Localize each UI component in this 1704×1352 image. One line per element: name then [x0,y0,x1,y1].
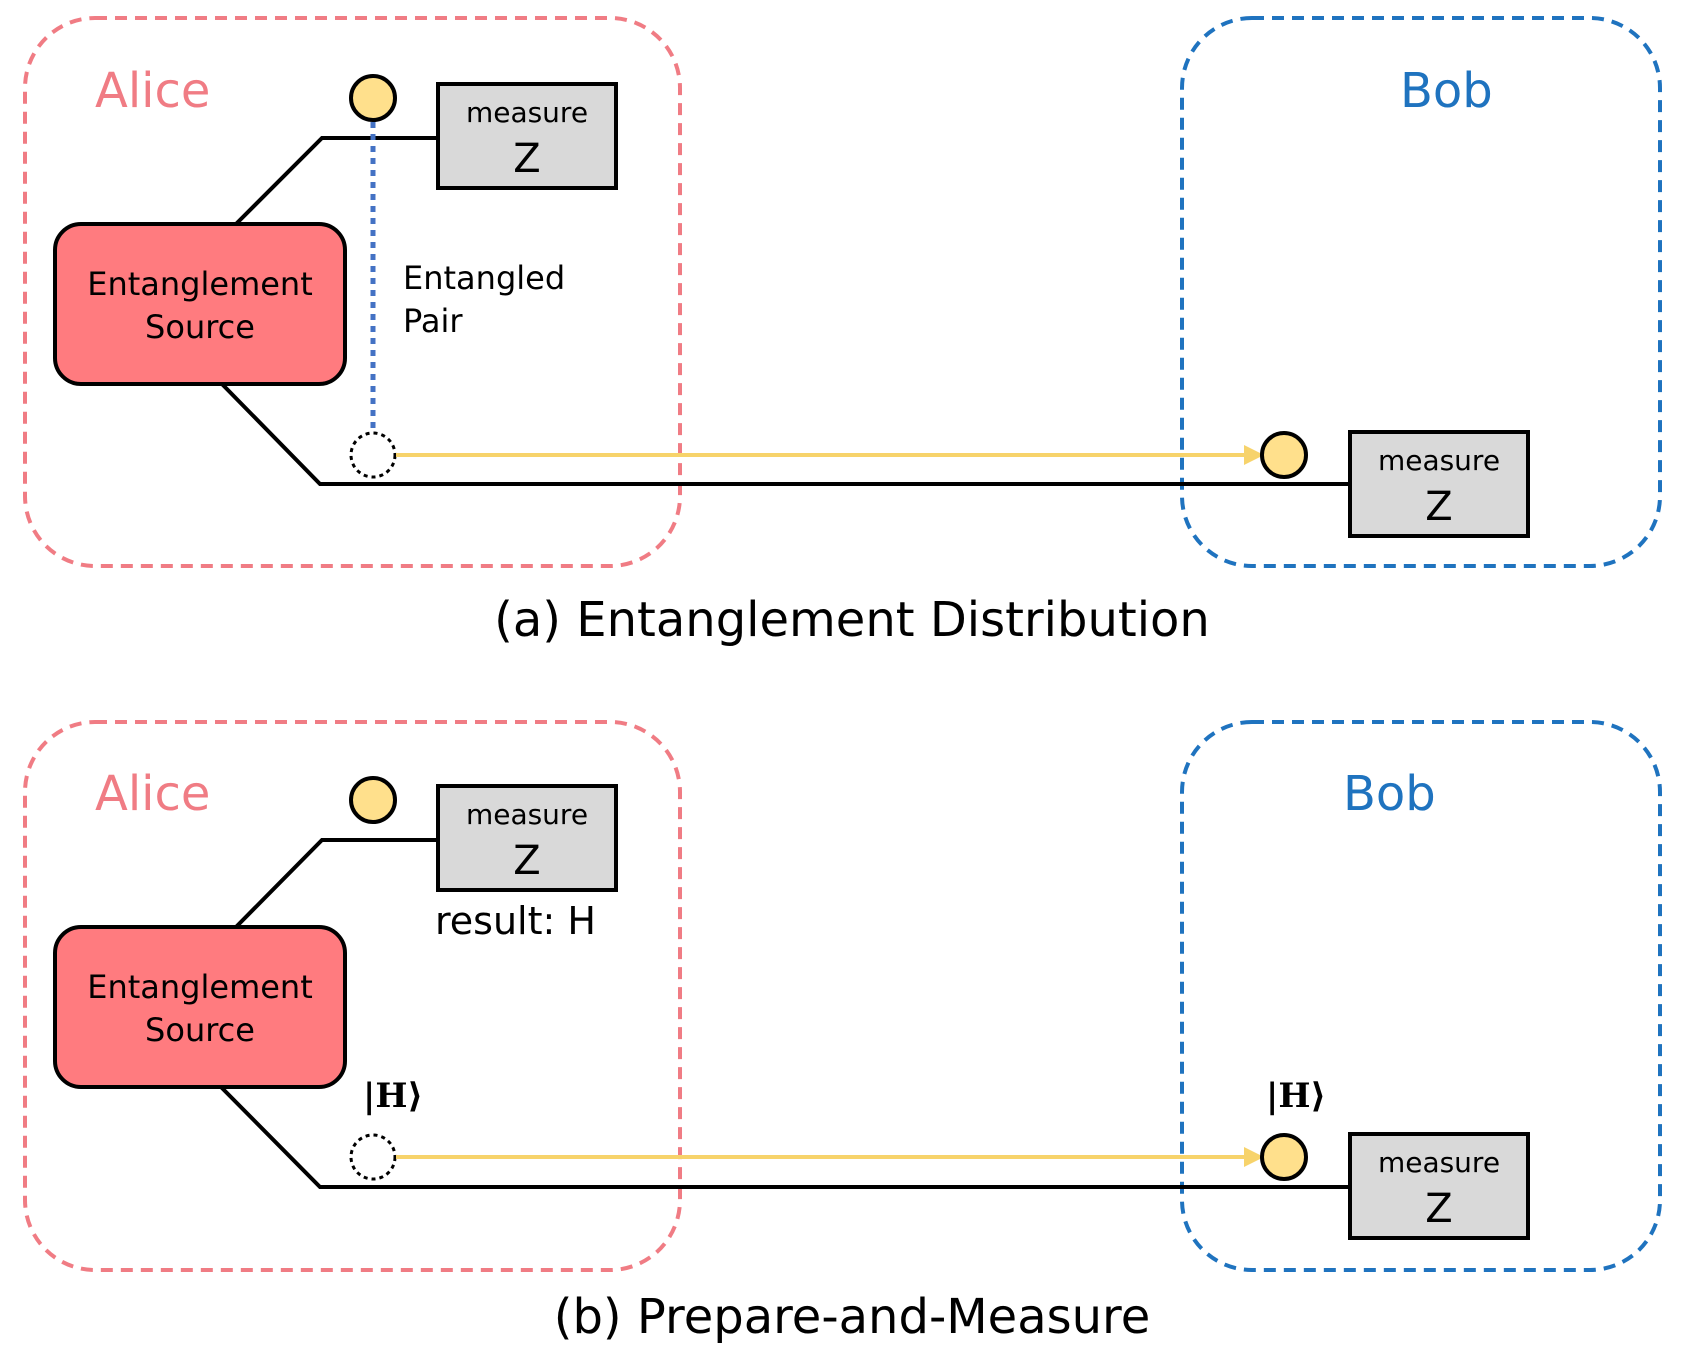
alice-measure-line1-a: measure [466,96,588,129]
alice-label-a: Alice [95,63,210,119]
bob-measure-box-a [1348,430,1530,538]
bob-photon-a [1260,431,1308,479]
alice-measure-line2-a: Z [513,136,540,182]
sent-photon-origin-a [349,431,397,479]
ket-alice-b: |H⟩ [363,1076,423,1116]
bob-label-a: Bob [1400,63,1493,119]
alice-photon-b [349,776,397,824]
alice-label-b: Alice [95,766,210,822]
bob-region-a [1180,16,1662,568]
bob-measure-line1-a: measure [1378,444,1500,477]
bob-region-b [1180,720,1662,1272]
alice-region-b [23,720,682,1272]
lower-wire-b [219,1085,1350,1189]
caption-a: (a) Entanglement Distribution [494,592,1210,648]
bob-photon-b [1260,1133,1308,1181]
entangled-label-line2-a: Pair [403,302,463,340]
panel-b-prepare-and-measure: Alice Bob Entanglement Source |H⟩ |H⟩ me… [23,720,1662,1345]
sent-photon-origin-b [349,1133,397,1181]
entanglement-source-a [53,222,347,386]
alice-photon-a [349,74,397,122]
source-label-line1-a: Entanglement [87,265,313,303]
bob-measure-line2-a: Z [1425,484,1452,530]
upper-wire-b [234,838,438,929]
entanglement-source-b [53,925,347,1089]
lower-wire-a [219,381,1350,486]
entangled-label-line1-a: Entangled [403,259,565,297]
panel-a-entanglement-distribution: Alice Bob Entanglement Source Entangled … [23,16,1662,648]
alice-measure-line2-b: Z [513,838,540,884]
source-label-line1-b: Entanglement [87,968,313,1006]
source-label-line2-a: Source [145,308,255,346]
bob-measure-line2-b: Z [1425,1186,1452,1232]
alice-region-a [23,16,682,568]
alice-measure-box-a [436,82,618,190]
upper-wire-a [234,136,438,226]
result-label-b: result: H [435,899,596,943]
bob-measure-box-b [1348,1132,1530,1240]
bob-label-b: Bob [1343,766,1436,822]
ket-bob-b: |H⟩ [1266,1076,1326,1116]
alice-measure-line1-b: measure [466,798,588,831]
alice-measure-box-b [436,784,618,892]
bob-measure-line1-b: measure [1378,1146,1500,1179]
source-label-line2-b: Source [145,1011,255,1049]
caption-b: (b) Prepare-and-Measure [554,1289,1151,1345]
